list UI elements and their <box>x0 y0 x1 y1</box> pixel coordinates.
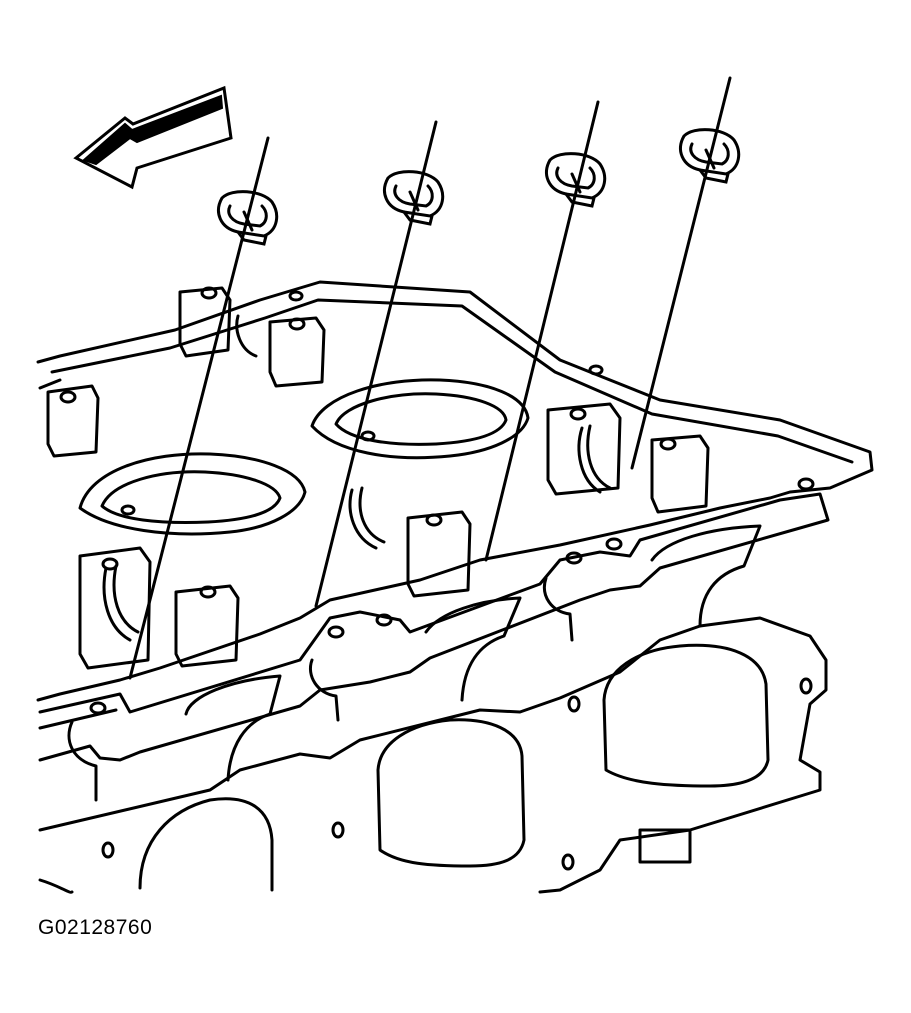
valve-stem-seals <box>128 76 741 680</box>
valve-stem-seal-icon <box>545 152 607 208</box>
leader-line-1 <box>128 136 270 680</box>
direction-arrow-icon <box>73 85 233 190</box>
cylinder-head-icon <box>36 280 874 894</box>
figure-id-label: G02128760 <box>38 916 153 939</box>
leader-line-4 <box>630 76 732 470</box>
leader-line-3 <box>484 100 600 562</box>
valve-stem-seal-icon <box>383 170 445 226</box>
leader-line-2 <box>314 120 438 608</box>
